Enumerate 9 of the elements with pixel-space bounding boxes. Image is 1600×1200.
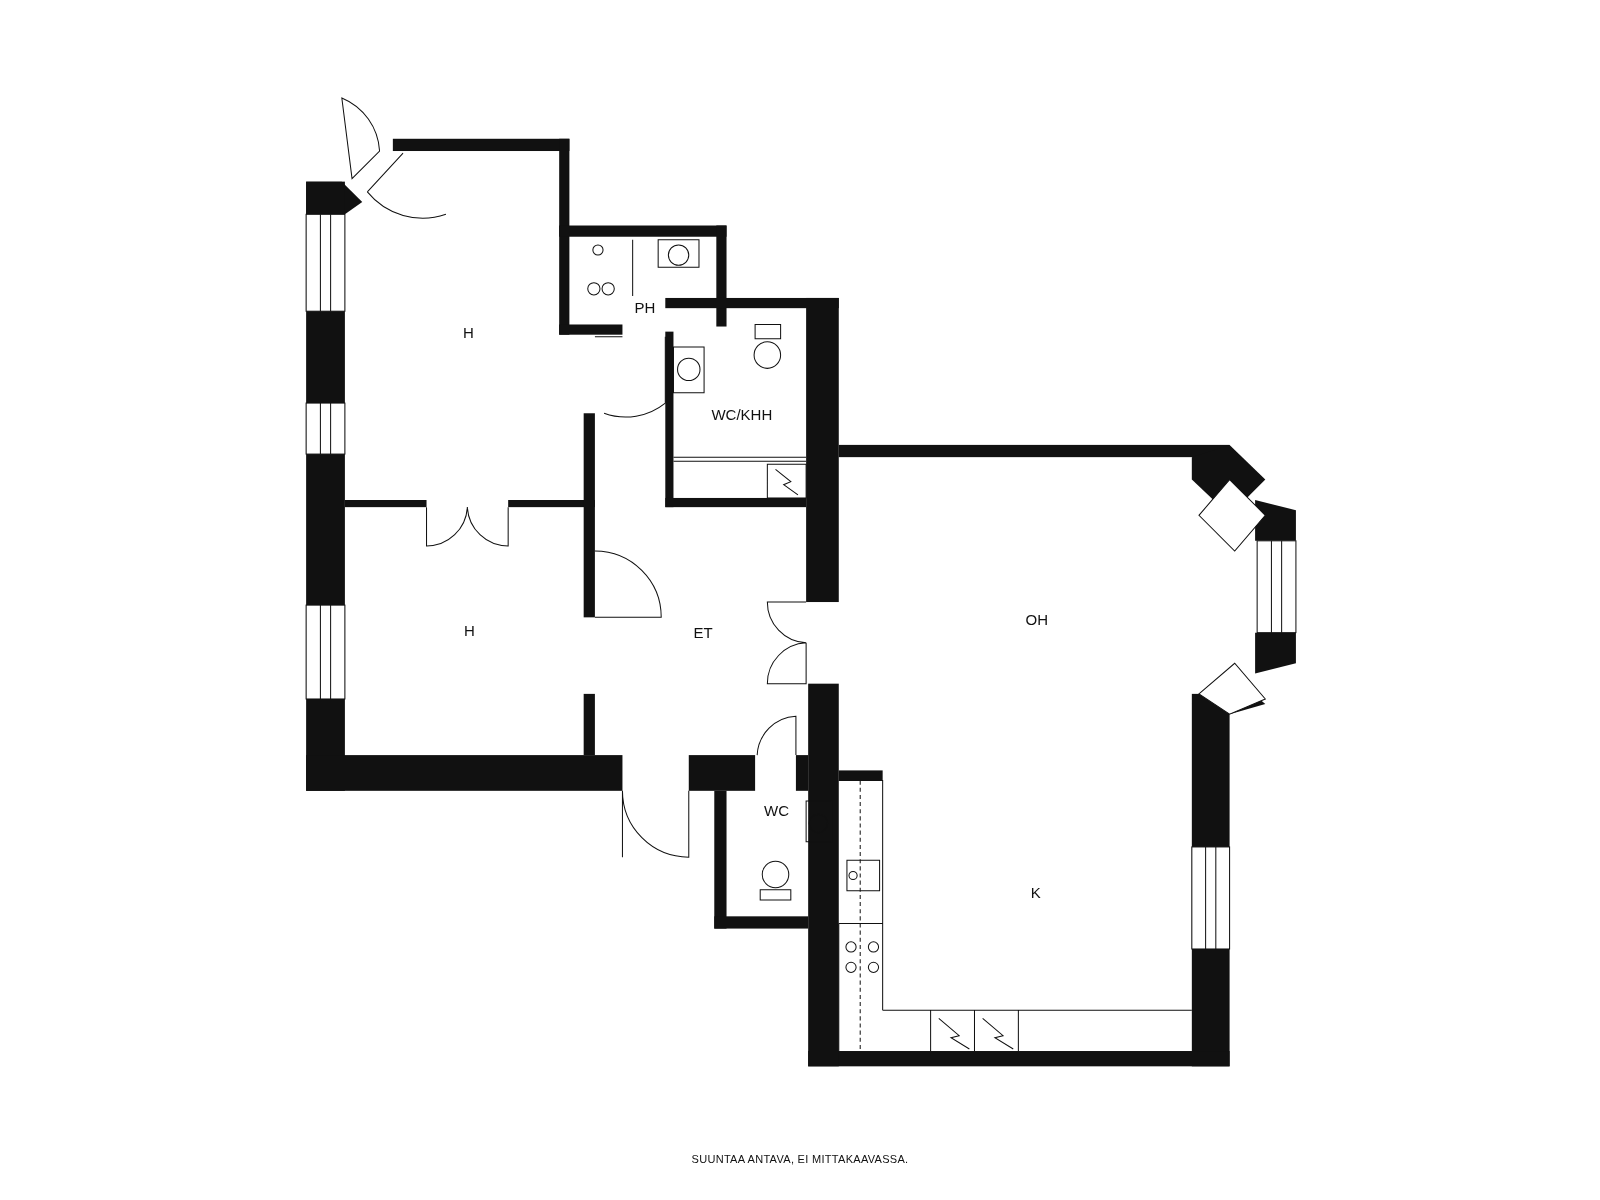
room-label: PH — [634, 298, 656, 316]
room-label: K — [1030, 883, 1041, 901]
caption: SUUNTAA ANTAVA, EI MITTAKAAVASSA. — [691, 1153, 909, 1166]
room-label: OH — [1025, 610, 1048, 628]
room-label: WC — [764, 801, 789, 819]
room-label: WC/KHH — [711, 405, 773, 423]
room-label: H — [463, 621, 475, 639]
room-label: H — [462, 323, 474, 341]
room-label: ET — [693, 623, 713, 641]
